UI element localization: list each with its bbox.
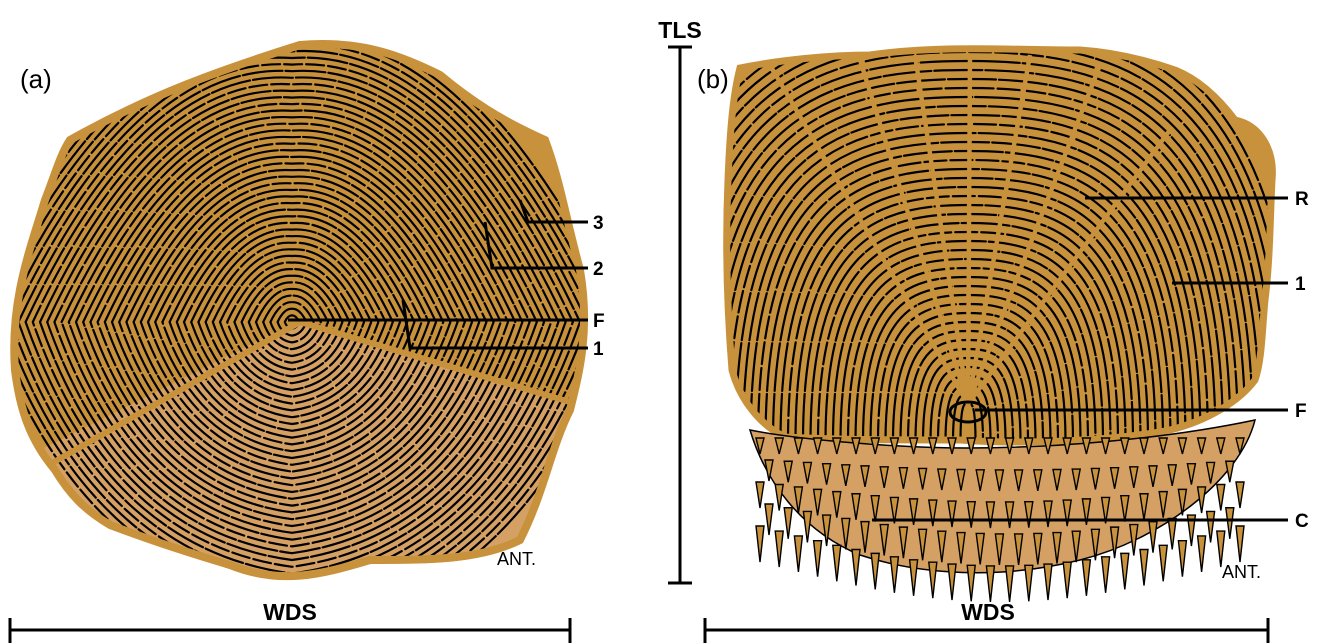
ctenius — [784, 508, 792, 539]
ctenius — [1140, 550, 1148, 586]
ctenius — [1217, 485, 1225, 511]
ctenius — [1226, 508, 1234, 539]
ctenius — [910, 560, 918, 596]
label-a-1: 1 — [593, 339, 604, 360]
ctenius — [1044, 564, 1052, 600]
label-a-3: 3 — [593, 213, 604, 234]
ctenius — [871, 553, 879, 589]
ctenius — [1082, 560, 1090, 596]
ctenius — [794, 536, 802, 572]
radius-groove — [968, 55, 970, 404]
scale-b — [638, 16, 1298, 602]
ctenius — [1236, 482, 1244, 508]
wds-label-b: WDS — [961, 599, 1015, 625]
ctenius — [1168, 518, 1176, 549]
ctenius — [929, 562, 937, 598]
ctenius — [765, 504, 773, 535]
ctenius — [814, 541, 822, 577]
scale-b-ctenii — [750, 420, 1255, 602]
ctenius — [967, 565, 975, 601]
ctenius — [1102, 557, 1110, 593]
ctenius — [1063, 562, 1071, 598]
ctenius — [775, 485, 783, 511]
ctenius — [1159, 545, 1167, 581]
ctenius — [775, 531, 783, 567]
ctenius — [1149, 522, 1157, 553]
label-a-2: 2 — [593, 259, 604, 280]
ctenius — [1006, 566, 1014, 602]
wds-label-a: WDS — [263, 599, 317, 625]
label-b-R: R — [1295, 189, 1309, 210]
tls-label: TLS — [658, 17, 701, 43]
ctenius — [756, 526, 764, 562]
ctenius — [948, 564, 956, 600]
ctenius — [833, 545, 841, 581]
label-b-F: F — [1295, 401, 1307, 422]
ctenius — [1207, 511, 1215, 542]
ctenius — [1025, 565, 1033, 601]
ant-label-b: ANT. — [1222, 562, 1261, 582]
ctenius — [1198, 536, 1206, 572]
ctenius — [803, 511, 811, 542]
panel-a-label: (a) — [20, 64, 52, 94]
label-a-F: F — [593, 311, 605, 332]
ant-label-a: ANT. — [497, 549, 536, 569]
ctenius — [1178, 541, 1186, 577]
ctenius — [756, 482, 764, 508]
label-b-1: 1 — [1295, 274, 1306, 295]
ctenius — [986, 566, 994, 602]
ctenius — [852, 550, 860, 586]
label-b-C: C — [1295, 511, 1309, 532]
ctenius — [890, 557, 898, 593]
ctenius — [1236, 526, 1244, 562]
ctenius — [1121, 553, 1129, 589]
panel-b-label: (b) — [697, 64, 729, 94]
